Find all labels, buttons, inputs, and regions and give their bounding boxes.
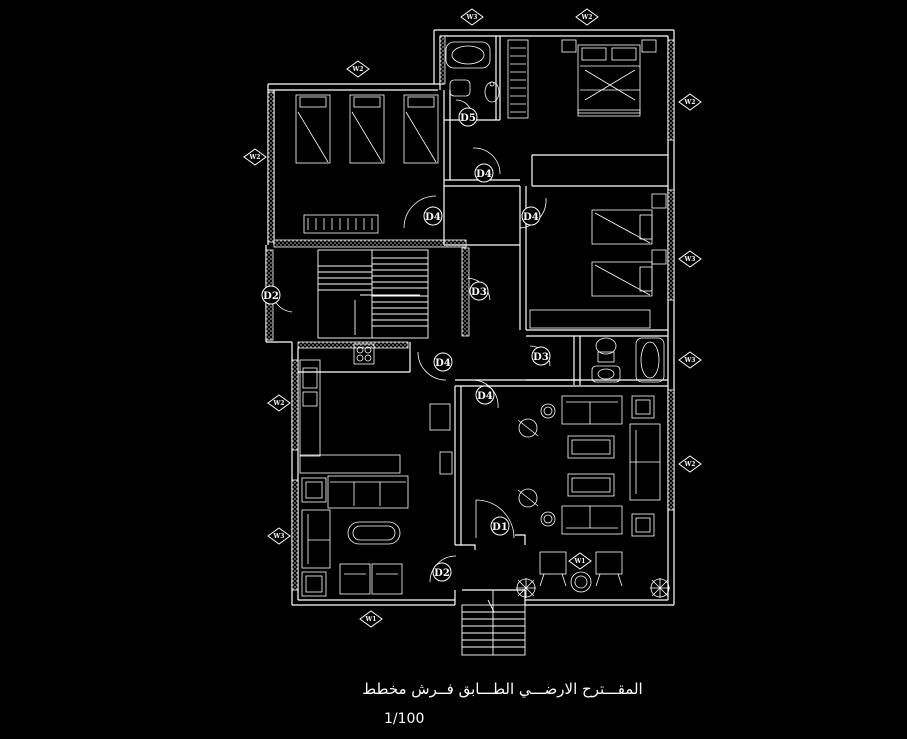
svg-text:W2: W2 xyxy=(249,154,261,161)
window-tag-w3: W3 xyxy=(460,8,484,26)
svg-text:D3: D3 xyxy=(471,287,487,298)
svg-text:D4: D4 xyxy=(435,358,451,369)
svg-text:W2: W2 xyxy=(273,400,285,407)
window-tags: W1 W1 W2 W2 W2 W2 W2 W2 xyxy=(243,8,702,628)
interior-walls xyxy=(298,36,668,591)
door-tag-d4: D4 xyxy=(0,0,16,3)
door-tag-d4: D4 xyxy=(521,206,541,226)
svg-text:W1: W1 xyxy=(574,558,586,565)
svg-text:D2: D2 xyxy=(263,291,279,302)
door-tag-d1: D1 xyxy=(490,516,510,536)
family-area-furniture xyxy=(301,475,409,597)
door-tag-d2: D2 xyxy=(432,562,452,582)
svg-text:W1: W1 xyxy=(365,616,377,623)
svg-text:W3: W3 xyxy=(684,256,696,263)
door-swings xyxy=(271,99,551,583)
terrace-furniture xyxy=(516,551,670,598)
svg-text:D4: D4 xyxy=(523,212,539,223)
window-tag-w1: W1 xyxy=(359,610,383,628)
svg-text:W3: W3 xyxy=(684,357,696,364)
window-tag-w2: W2 xyxy=(678,455,702,473)
door-tags: D1 D2 D2 D3 D3 D4 D4 D4 xyxy=(0,0,551,582)
drawing-scale: 1/100 xyxy=(384,711,425,727)
bath-2-fixtures xyxy=(591,337,665,383)
svg-text:W2: W2 xyxy=(352,66,364,73)
svg-text:D4: D4 xyxy=(477,391,493,402)
drawing-title: المقـــترح الارضـــي الطـــابق فــرش مخط… xyxy=(362,680,643,698)
kitchen-furniture xyxy=(299,343,453,475)
window-tag-w3: W3 xyxy=(678,250,702,268)
window-tag-w3: W3 xyxy=(267,527,291,545)
svg-text:D3: D3 xyxy=(533,352,549,363)
svg-text:W2: W2 xyxy=(581,14,593,21)
svg-text:D1: D1 xyxy=(492,522,508,533)
reception-furniture xyxy=(517,395,661,537)
svg-text:D4: D4 xyxy=(476,169,492,180)
main-stair xyxy=(317,249,429,339)
svg-text:W3: W3 xyxy=(466,14,478,21)
door-tag-d4: D4 xyxy=(423,206,443,226)
entrance-stair xyxy=(461,590,526,656)
door-tag-d2: D2 xyxy=(261,285,281,305)
svg-text:W2: W2 xyxy=(684,99,696,106)
window-tag-w2: W2 xyxy=(575,8,599,26)
window-tag-w2: W2 xyxy=(267,394,291,412)
window-tag-w2: W2 xyxy=(346,60,370,78)
svg-text:D2: D2 xyxy=(434,568,450,579)
svg-text:W2: W2 xyxy=(684,461,696,468)
door-tag-d3: D3 xyxy=(469,281,489,301)
svg-text:D4: D4 xyxy=(425,212,441,223)
door-tag-d3: D3 xyxy=(531,346,551,366)
svg-text:W3: W3 xyxy=(273,533,285,540)
svg-text:D5: D5 xyxy=(460,113,476,124)
door-tag-d4: D4 xyxy=(475,385,495,405)
window-tag-w2: W2 xyxy=(678,93,702,111)
door-tag-d5: D5 xyxy=(458,107,478,127)
window-tag-w3: W3 xyxy=(678,351,702,369)
bedroom-3-furniture xyxy=(295,94,439,234)
door-tag-d4: D4 xyxy=(474,163,494,183)
window-tag-w2: W2 xyxy=(243,148,267,166)
master-suite-furniture xyxy=(445,39,657,119)
door-tag-d4: D4 xyxy=(433,352,453,372)
window-tag-w1: W1 xyxy=(568,552,592,570)
kids-bedroom-furniture xyxy=(529,193,667,329)
